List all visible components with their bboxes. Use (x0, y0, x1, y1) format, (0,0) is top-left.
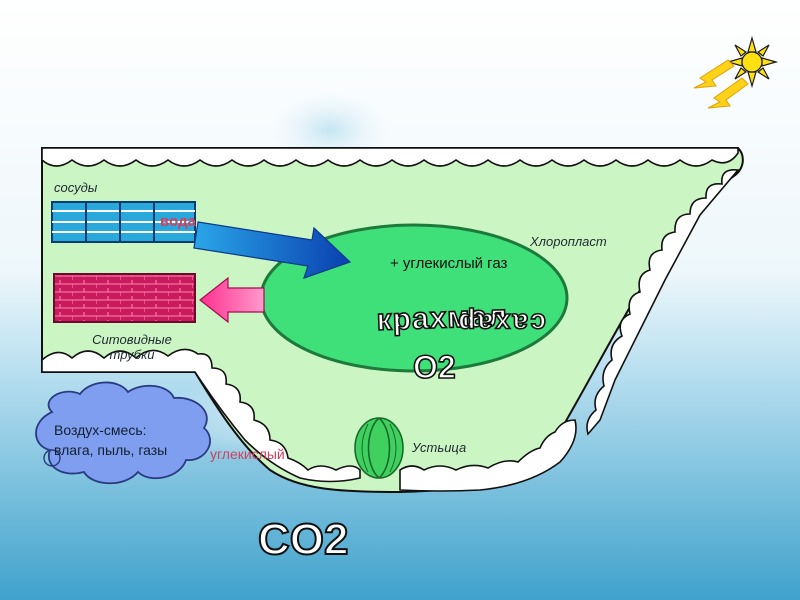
chloroplast-label: Хлоропласт (529, 234, 607, 249)
vessels-label: сосуды (54, 180, 98, 195)
air-bubble-text: Воздух-смесь: влага, пыль, газы (54, 420, 167, 460)
air-cloud (35, 381, 211, 485)
upper-epidermis (41, 147, 739, 167)
sieve-tubes (53, 273, 196, 323)
lower-epidermis (41, 348, 577, 492)
co2-label: CO2 (258, 515, 348, 564)
vessels (51, 201, 196, 243)
water-arrow-icon (193, 221, 352, 279)
water-label: вода (160, 213, 197, 230)
sugar-label: сахар (456, 308, 546, 339)
right-epidermis (586, 168, 740, 436)
sun-icon (693, 35, 779, 109)
starch-label: крахмал (376, 299, 508, 337)
sugar-arrow-icon (199, 276, 265, 324)
oxygen-ring-icon (43, 449, 61, 467)
air-bubble-line1: Воздух-смесь: (54, 422, 147, 438)
oxygen-label: O2 (413, 349, 456, 385)
air-bubble-line2: влага, пыль, газы (54, 442, 168, 458)
carbon-dioxide-label: углекислый (210, 446, 285, 462)
stomata-label: Устьица (411, 440, 466, 455)
sieve-tubes-label: Ситовидные трубки (92, 332, 172, 362)
carbon-dioxide-gas-label: + углекислый газ (390, 255, 508, 272)
stomata-icon (354, 417, 404, 479)
